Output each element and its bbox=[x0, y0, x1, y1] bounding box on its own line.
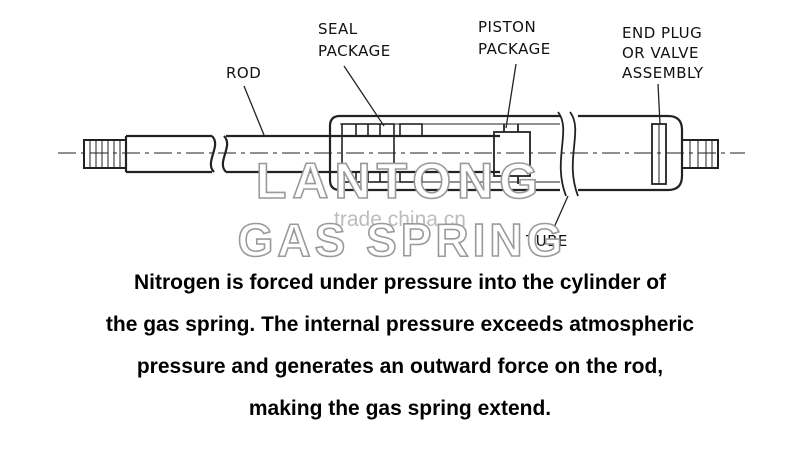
end-plug bbox=[651, 123, 667, 185]
seal-package bbox=[341, 123, 423, 183]
watermark-subtitle: trade.china.cn bbox=[334, 208, 466, 231]
piston-package-label-line1: PISTON bbox=[478, 18, 536, 36]
piston-package bbox=[493, 124, 531, 184]
watermark-product: GAS SPRING bbox=[238, 214, 567, 260]
end-thread bbox=[681, 139, 719, 169]
end-plug-label-line3: ASSEMBLY bbox=[622, 64, 704, 82]
seal-package-label-line2: PACKAGE bbox=[318, 42, 391, 60]
watermark-brand: LANTONG bbox=[256, 153, 544, 209]
caption-line-3: pressure and generates an outward force … bbox=[136, 355, 664, 378]
caption-line-1: Nitrogen is forced under pressure into t… bbox=[133, 271, 667, 294]
leader-lines bbox=[243, 63, 661, 233]
gas-spring-diagram: ROD SEAL PACKAGE PISTON PACKAGE END PLUG… bbox=[58, 18, 745, 260]
rod-thread bbox=[83, 139, 127, 169]
caption-line-2: the gas spring. The internal pressure ex… bbox=[105, 313, 695, 336]
seal-package-label-line1: SEAL bbox=[318, 20, 358, 38]
rod bbox=[124, 134, 500, 174]
description-caption: Nitrogen is forced under pressure into t… bbox=[0, 262, 800, 430]
rod-label: ROD bbox=[226, 64, 261, 82]
end-plug-label-line2: OR VALVE bbox=[622, 44, 699, 62]
tube-label: TUBE bbox=[525, 232, 568, 250]
end-plug-label-line1: END PLUG bbox=[622, 24, 702, 42]
piston-package-label-line2: PACKAGE bbox=[478, 40, 551, 58]
caption-line-4: making the gas spring extend. bbox=[248, 397, 552, 420]
